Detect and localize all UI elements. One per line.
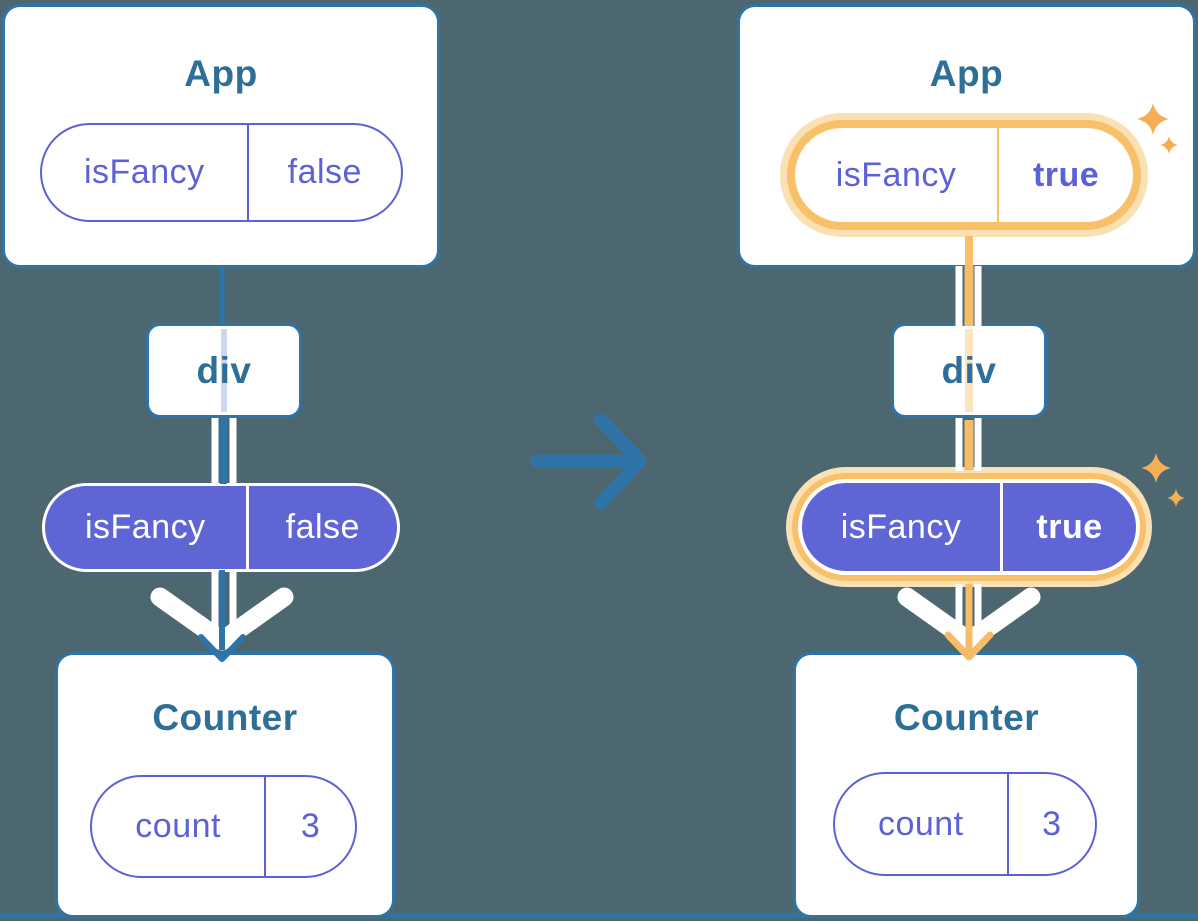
prop-pipe-right-edge [229,418,237,485]
after-app-title: App [929,53,1004,94]
prop-value-label: true [1000,483,1136,571]
prop-pipe-left-edge [955,584,963,638]
before-app-title: App [184,53,258,94]
state-value-label: 3 [1006,774,1095,874]
highlight-ring: isFancy true [787,120,1141,230]
prop-pipe-left-edge [955,418,963,471]
prop-pipe-core [220,420,227,484]
before-app-state-pill: isFancy false [40,123,403,222]
before-counter-title: Counter [152,697,298,738]
prop-pipe-right-edge [974,584,982,638]
prop-pipe-right-edge [229,570,237,638]
before-div-label: div [196,349,252,391]
after-counter-state-pill: count 3 [833,772,1097,876]
after-passed-prop-pill-highlight: isFancy true [786,467,1152,587]
big-white-chevron [897,587,1041,651]
prop-pipe-core [964,266,974,326]
highlight-ring: isFancy true [792,473,1146,581]
prop-pipe-right-edge [974,418,982,471]
after-div-box: div [891,323,1047,418]
highlight-white-ring: isFancy true [798,479,1140,575]
big-white-chevron [150,587,294,651]
before-counter-state-pill: count 3 [90,775,357,878]
state-value-label: true [997,128,1133,222]
after-div-label: div [941,349,997,391]
before-passed-prop-pill: isFancy false [42,483,400,572]
state-key-label: isFancy [83,153,205,191]
before-div-box: div [146,323,302,418]
transition-arrow-head [594,413,647,510]
after-passed-prop-pill: isFancy true [802,483,1136,571]
prop-pipe-left-edge [211,570,219,638]
prop-arrow-core [219,570,225,650]
state-value-label: false [246,125,401,220]
prop-pipe-core [964,420,974,470]
sparkle-icon [1167,489,1185,507]
bottom-edge-line [0,913,1198,918]
prop-line-through-div [221,329,227,412]
prop-value-label: false [245,486,397,569]
sparkle-icon [1141,453,1171,483]
prop-key-label: isFancy [84,508,206,546]
prop-pipe-right-edge [974,266,982,326]
prop-arrow-core [965,584,973,653]
state-key-label: count [877,804,964,843]
state-key-label: isFancy [835,155,957,194]
prop-pipe-left-edge [955,266,963,326]
prop-line-through-div [965,329,973,412]
prop-key-label: isFancy [840,507,962,546]
state-value-label: 3 [264,777,355,876]
before-app-to-div-line [219,266,225,325]
after-app-state-pill: isFancy true [795,128,1133,222]
state-key-label: count [135,807,221,845]
after-app-state-pill-highlight: isFancy true [780,113,1148,237]
after-counter-title: Counter [893,697,1040,738]
prop-pipe-left-edge [211,418,219,485]
